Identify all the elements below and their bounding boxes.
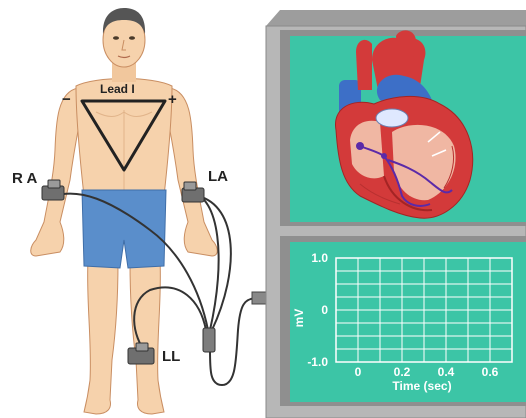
x-tick-label: 0.2	[394, 365, 411, 379]
plus-sign: +	[168, 91, 177, 108]
lead-label: Lead I	[100, 82, 135, 96]
cable-connector	[203, 328, 215, 352]
shorts	[82, 190, 166, 268]
minus-sign: −	[62, 91, 71, 108]
y-tick-label: 1.0	[311, 251, 328, 265]
la-electrode	[182, 182, 204, 202]
y-tick-label: 0	[321, 303, 328, 317]
y-axis-label: mV	[292, 309, 306, 328]
x-tick-label: 0.4	[438, 365, 455, 379]
x-axis-label: Time (sec)	[392, 379, 451, 393]
left-leg	[84, 260, 118, 414]
ra-label: R A	[12, 170, 37, 187]
la-label: LA	[208, 168, 228, 185]
right-leg	[130, 260, 164, 414]
x-tick-label: 0	[355, 365, 362, 379]
monitor-plug	[252, 292, 266, 304]
y-tick-label: -1.0	[307, 355, 328, 369]
x-tick-label: 0.6	[482, 365, 499, 379]
left-arm	[31, 88, 82, 256]
human-figure	[31, 8, 218, 414]
ll-label: LL	[162, 348, 180, 365]
